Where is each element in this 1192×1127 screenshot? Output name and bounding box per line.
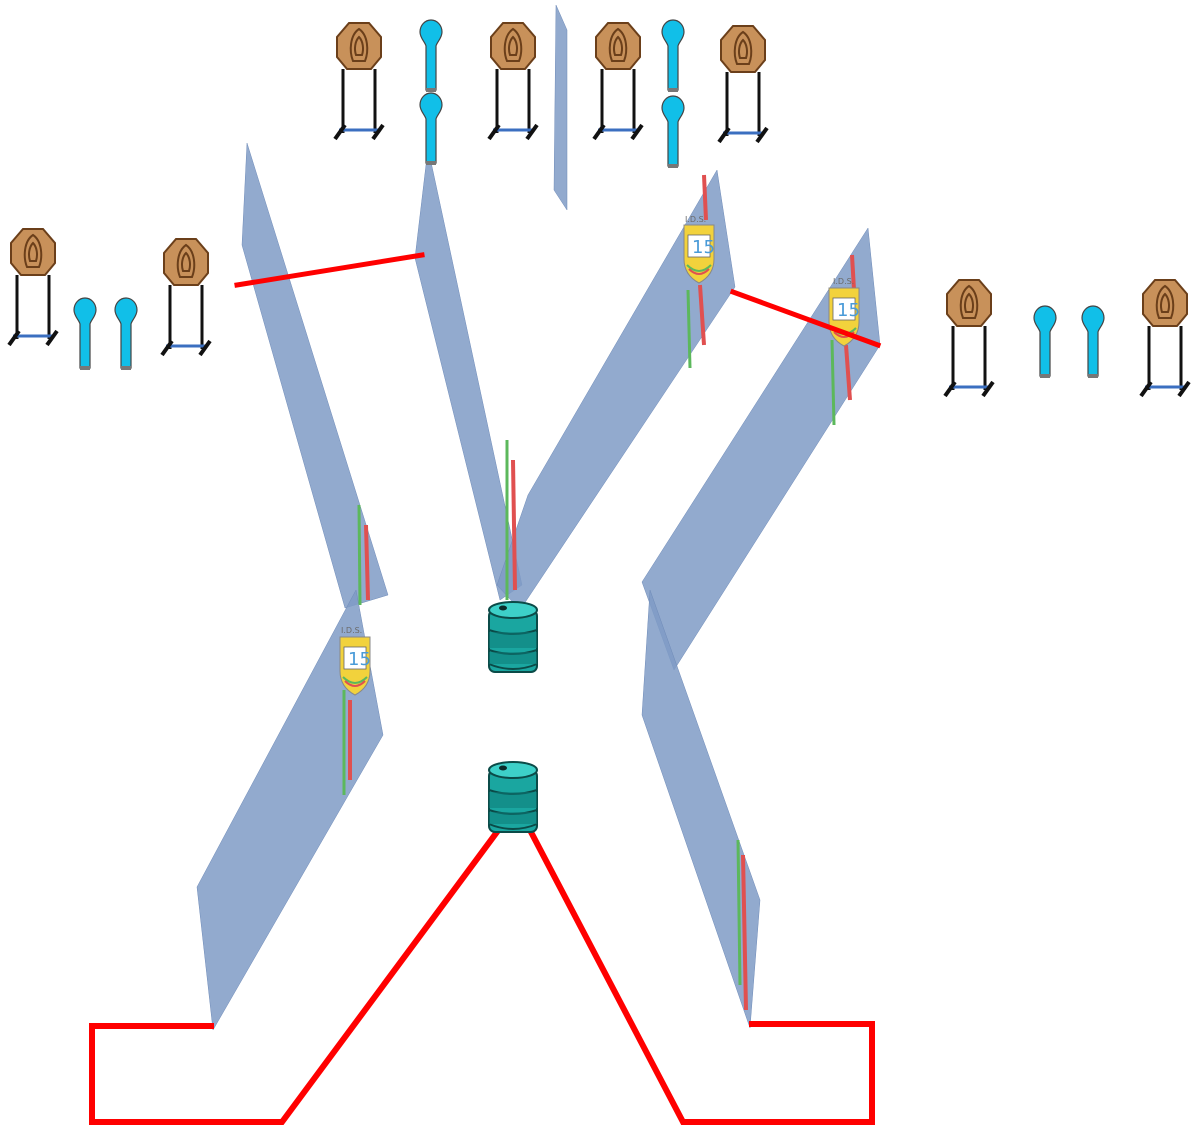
wall-right-lower xyxy=(641,589,761,1029)
svg-text:I.D.S.: I.D.S. xyxy=(341,626,362,635)
svg-text:I.D.S.: I.D.S. xyxy=(833,277,854,286)
steel-popper-icon xyxy=(419,19,443,93)
barrel-icon xyxy=(488,761,538,833)
paper-target-icon xyxy=(7,227,59,347)
barrels-layer xyxy=(488,601,538,833)
paper-target-icon xyxy=(592,21,644,141)
wall-center-left xyxy=(414,147,523,601)
flag-stripes xyxy=(342,174,856,1011)
targets-layer xyxy=(7,19,1191,398)
steel-popper-icon xyxy=(661,95,685,169)
paper-target-icon xyxy=(333,21,385,141)
steel-popper-icon xyxy=(419,92,443,166)
paper-target-icon xyxy=(487,21,539,141)
steel-popper-icon xyxy=(1081,305,1105,379)
fault-line-shooting-area-right xyxy=(526,827,875,1125)
fault-line-left-top xyxy=(234,252,425,288)
steel-popper-icon xyxy=(73,297,97,371)
crest-icon: I.D.S. xyxy=(683,215,716,284)
steel-popper-icon xyxy=(661,19,685,93)
walls-layer xyxy=(196,4,881,1031)
fault-line-shooting-area xyxy=(89,827,502,1125)
crests-layer: I.D.S. I.D.S. I.D.S. xyxy=(339,215,861,696)
crest-icon: I.D.S. xyxy=(828,277,861,347)
paper-target-icon xyxy=(717,24,769,144)
wall-left-lower xyxy=(196,589,384,1031)
steel-popper-icon xyxy=(114,297,138,371)
wall-left-upper xyxy=(241,142,389,609)
steel-popper-icon xyxy=(1033,305,1057,379)
fault-lines-layer xyxy=(89,252,882,1125)
paper-target-icon xyxy=(943,278,995,398)
fault-line-right-top xyxy=(729,288,882,349)
wall-center-top xyxy=(553,4,568,211)
barrel-icon xyxy=(488,601,538,673)
paper-target-icon xyxy=(160,237,212,357)
paper-target-icon xyxy=(1139,278,1191,398)
svg-text:I.D.S.: I.D.S. xyxy=(685,215,706,224)
crest-icon: I.D.S. xyxy=(339,626,372,696)
